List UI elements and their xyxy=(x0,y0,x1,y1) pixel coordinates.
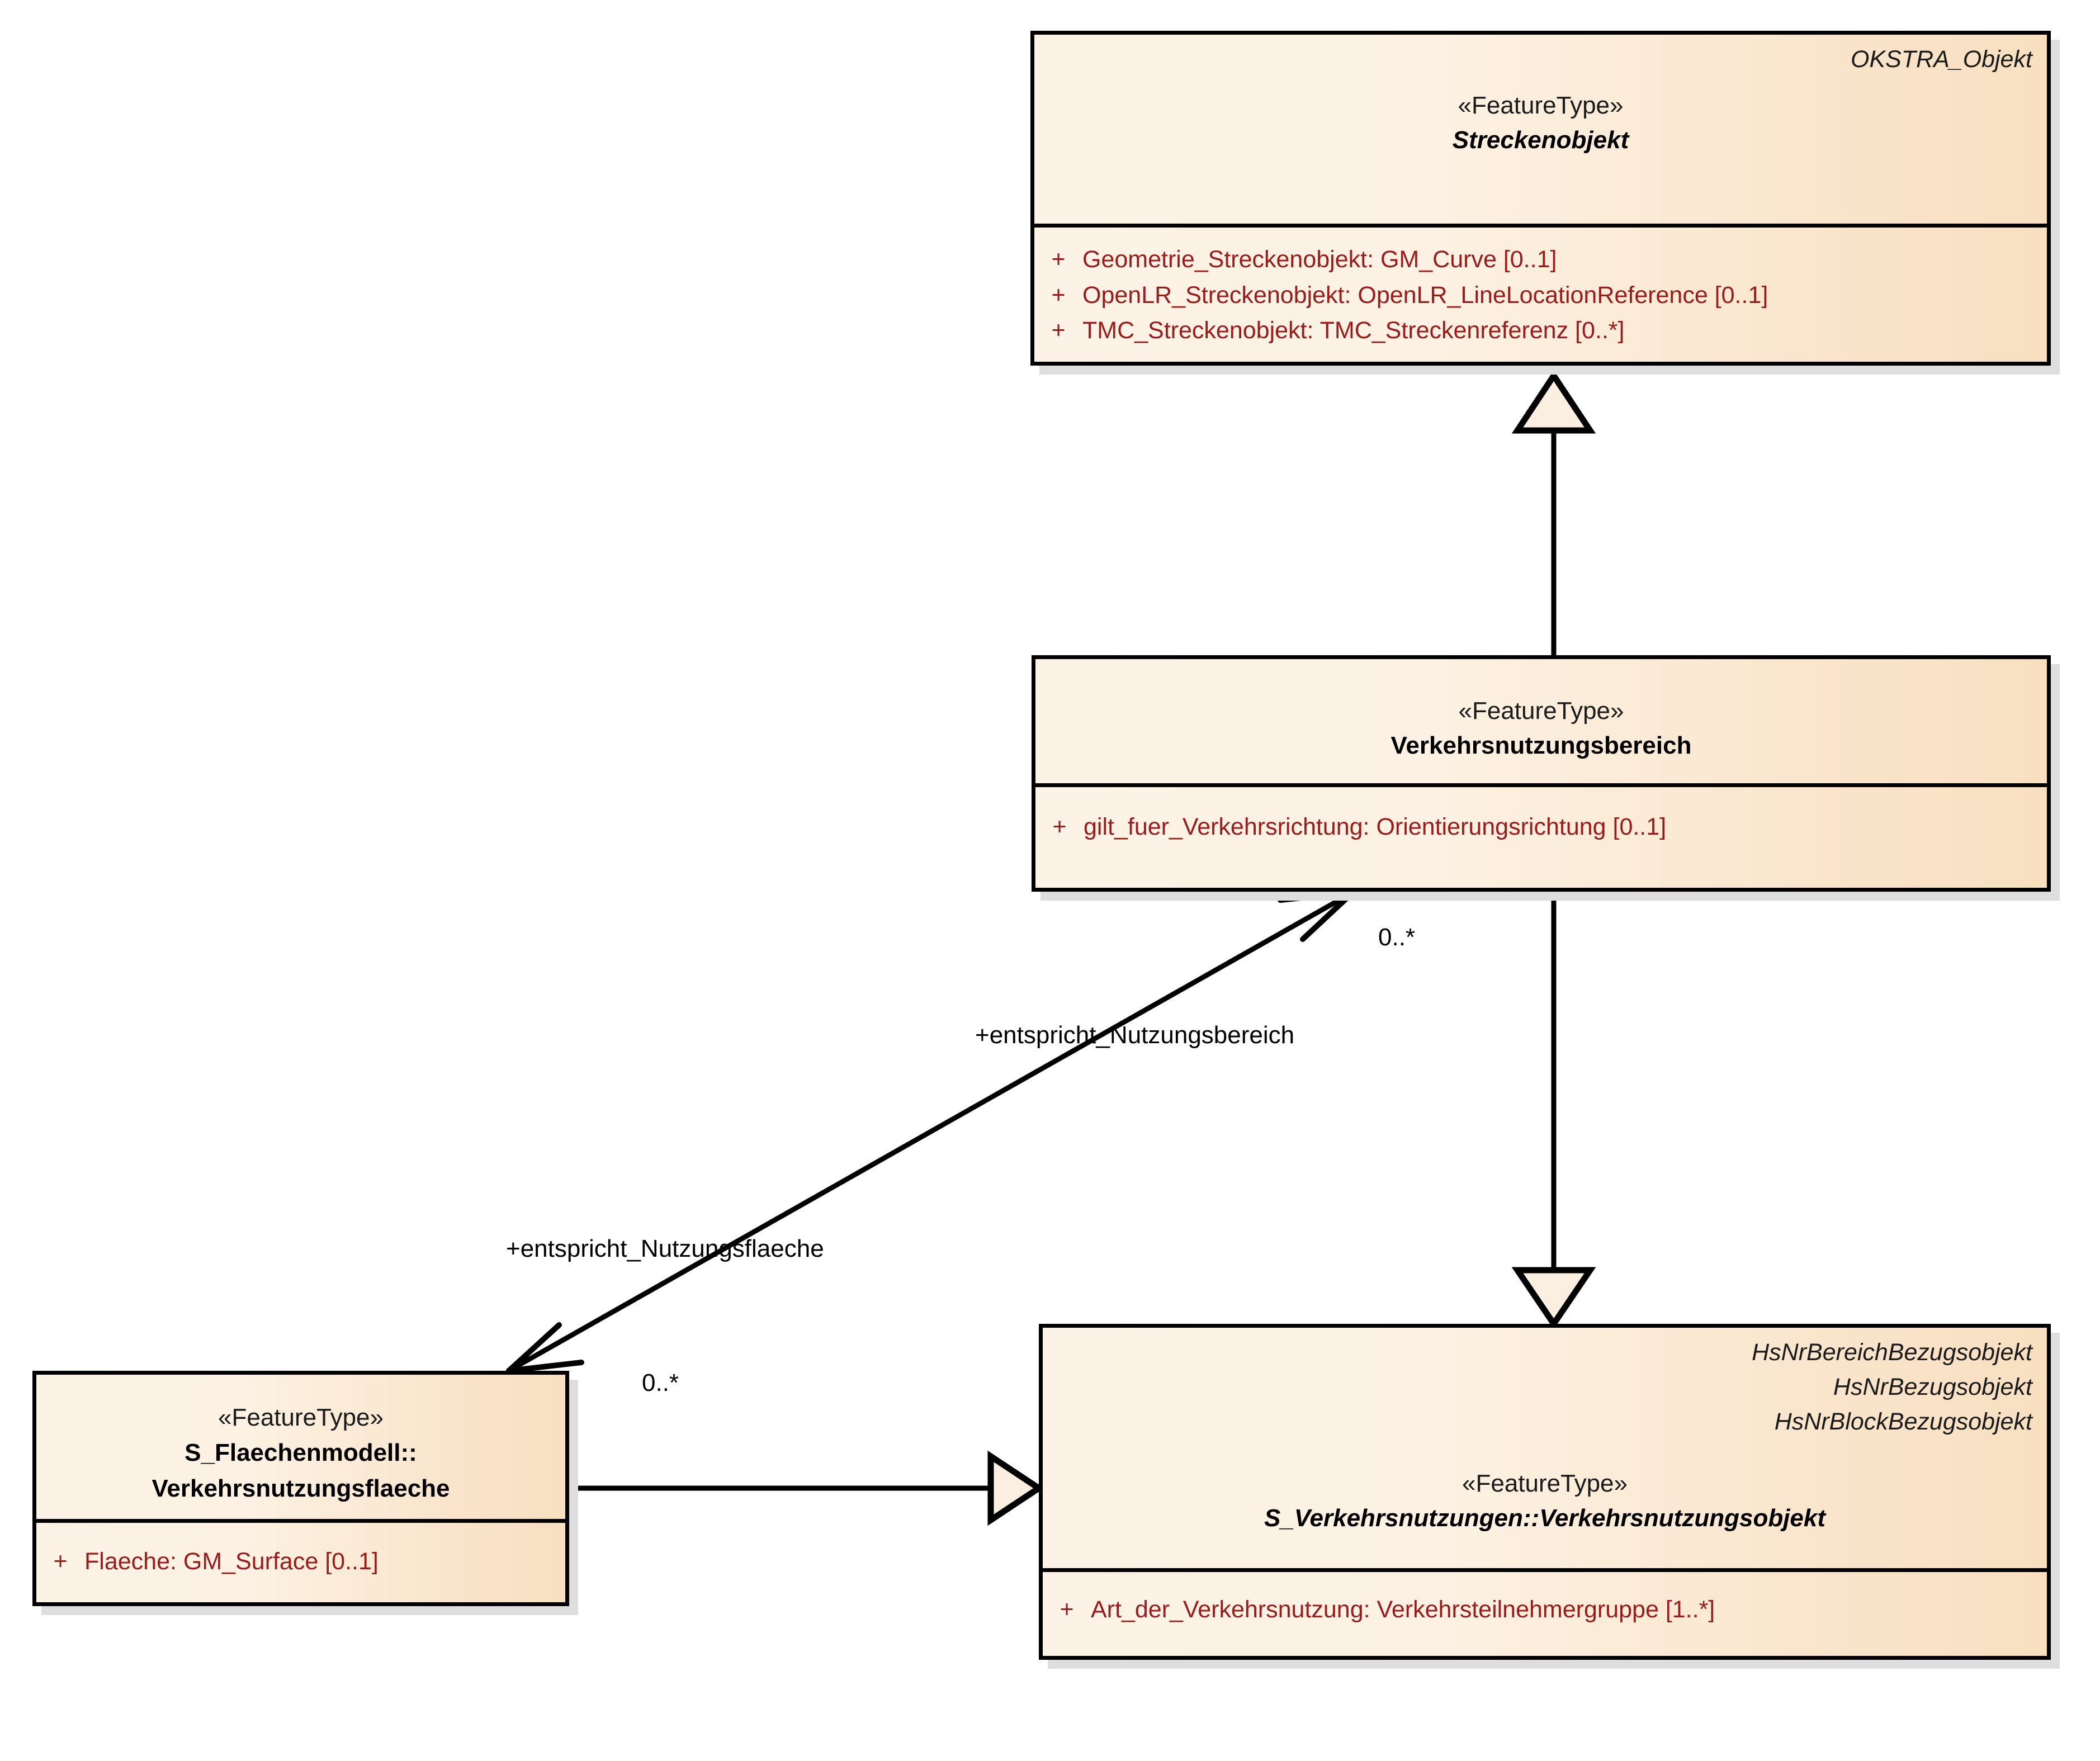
class-name-verkehrsnutzungsflaeche-line1: S_Flaechenmodell:: xyxy=(185,1439,417,1467)
attribute-visibility: + xyxy=(1052,813,1067,840)
supertype-list-verkehrsnutzungsobjekt: HsNrBereichBezugsobjekt HsNrBezugsobjekt… xyxy=(1752,1336,2032,1440)
class-box-verkehrsnutzungsflaeche[interactable]: «FeatureType» S_Flaechenmodell:: Verkehr… xyxy=(32,1371,569,1606)
attribute-signature: Art_der_Verkehrsnutzung: Verkehrsteilneh… xyxy=(1091,1596,1715,1623)
attribute-compartment-streckenobjekt: + Geometrie_Streckenobjekt: GM_Curve [0.… xyxy=(1034,228,2047,362)
supertype-hsnrbereichbezugsobjekt: HsNrBereichBezugsobjekt xyxy=(1752,1339,2032,1366)
attribute-visibility: + xyxy=(1060,1596,1074,1623)
supertype-list-streckenobjekt: OKSTRA_Objekt xyxy=(1851,42,2032,77)
compartment-divider-verkehrsnutzungsobjekt xyxy=(1043,1568,2047,1572)
class-name-verkehrsnutzungsbereich: Verkehrsnutzungsbereich xyxy=(1390,732,1692,760)
association-role-nutzungsbereich: +entspricht_Nutzungsbereich xyxy=(975,1021,1295,1049)
class-name-streckenobjekt: Streckenobjekt xyxy=(1452,126,1629,154)
attribute-visibility: + xyxy=(1051,281,1066,309)
compartment-divider-streckenobjekt xyxy=(1034,224,2047,228)
stereotype-label-verkehrsnutzungsobjekt: «FeatureType» xyxy=(1462,1470,1628,1497)
attribute-signature: TMC_Streckenobjekt: TMC_Streckenreferenz… xyxy=(1082,317,1625,344)
supertype-okstra-objekt: OKSTRA_Objekt xyxy=(1851,46,2032,73)
attribute-row: + Flaeche: GM_Surface [0..1] xyxy=(36,1537,565,1580)
class-box-verkehrsnutzungsobjekt[interactable]: HsNrBereichBezugsobjekt HsNrBezugsobjekt… xyxy=(1039,1324,2051,1660)
class-header-streckenobjekt: OKSTRA_Objekt «FeatureType» Streckenobje… xyxy=(1034,35,2047,224)
class-name-verkehrsnutzungsobjekt: S_Verkehrsnutzungen::Verkehrsnutzungsobj… xyxy=(1264,1504,1826,1532)
attribute-row: + OpenLR_Streckenobjekt: OpenLR_LineLoca… xyxy=(1034,278,2047,314)
association-bereich-flaeche xyxy=(506,889,1356,1374)
class-name-verkehrsnutzungsflaeche-line2: Verkehrsnutzungsflaeche xyxy=(152,1475,450,1503)
attribute-visibility: + xyxy=(53,1548,68,1575)
attribute-signature: Geometrie_Streckenobjekt: GM_Curve [0..1… xyxy=(1082,246,1557,273)
attribute-row: + Geometrie_Streckenobjekt: GM_Curve [0.… xyxy=(1034,242,2047,278)
stereotype-label-verkehrsnutzungsflaeche: «FeatureType» xyxy=(218,1404,384,1431)
attribute-visibility: + xyxy=(1051,317,1066,344)
attribute-row: + Art_der_Verkehrsnutzung: Verkehrsteiln… xyxy=(1043,1587,2047,1628)
attribute-signature: Flaeche: GM_Surface [0..1] xyxy=(84,1548,379,1575)
generalization-flaeche-to-nutzungsobjekt xyxy=(569,1450,1044,1526)
attribute-row: + TMC_Streckenobjekt: TMC_Streckenrefere… xyxy=(1034,313,2047,349)
generalization-bereich-to-streckenobjekt xyxy=(1511,370,1596,655)
class-header-verkehrsnutzungsbereich: «FeatureType» Verkehrsnutzungsbereich xyxy=(1035,659,2047,783)
attribute-compartment-verkehrsnutzungsflaeche: + Flaeche: GM_Surface [0..1] xyxy=(36,1523,565,1602)
attribute-compartment-verkehrsnutzungsbereich: + gilt_fuer_Verkehrsrichtung: Orientieru… xyxy=(1035,787,2047,888)
compartment-divider-verkehrsnutzungsflaeche xyxy=(36,1519,565,1523)
association-multiplicity-nutzungsbereich: 0..* xyxy=(1378,924,1416,951)
attribute-signature: gilt_fuer_Verkehrsrichtung: Orientierung… xyxy=(1084,813,1667,840)
supertype-hsnrbezugsobjekt: HsNrBezugsobjekt xyxy=(1833,1373,2032,1400)
stereotype-label-verkehrsnutzungsbereich: «FeatureType» xyxy=(1458,697,1624,725)
class-header-verkehrsnutzungsobjekt: HsNrBereichBezugsobjekt HsNrBezugsobjekt… xyxy=(1043,1328,2047,1568)
attribute-visibility: + xyxy=(1051,246,1066,273)
association-multiplicity-nutzungsflaeche: 0..* xyxy=(642,1369,679,1397)
attribute-compartment-verkehrsnutzungsobjekt: + Art_der_Verkehrsnutzung: Verkehrsteiln… xyxy=(1043,1572,2047,1656)
compartment-divider-verkehrsnutzungsbereich xyxy=(1035,783,2047,787)
attribute-row: + gilt_fuer_Verkehrsrichtung: Orientieru… xyxy=(1035,802,2047,845)
class-box-streckenobjekt[interactable]: OKSTRA_Objekt «FeatureType» Streckenobje… xyxy=(1030,31,2051,366)
class-box-verkehrsnutzungsbereich[interactable]: «FeatureType» Verkehrsnutzungsbereich + … xyxy=(1032,655,2051,892)
stereotype-label-streckenobjekt: «FeatureType» xyxy=(1458,92,1624,119)
generalization-bereich-to-nutzungsobjekt xyxy=(1511,891,1596,1329)
attribute-signature: OpenLR_Streckenobjekt: OpenLR_LineLocati… xyxy=(1082,281,1768,309)
class-header-verkehrsnutzungsflaeche: «FeatureType» S_Flaechenmodell:: Verkehr… xyxy=(36,1375,565,1519)
association-role-nutzungsflaeche: +entspricht_Nutzungsflaeche xyxy=(506,1235,824,1262)
supertype-hsnrblockbezugsobjekt: HsNrBlockBezugsobjekt xyxy=(1774,1408,2032,1435)
